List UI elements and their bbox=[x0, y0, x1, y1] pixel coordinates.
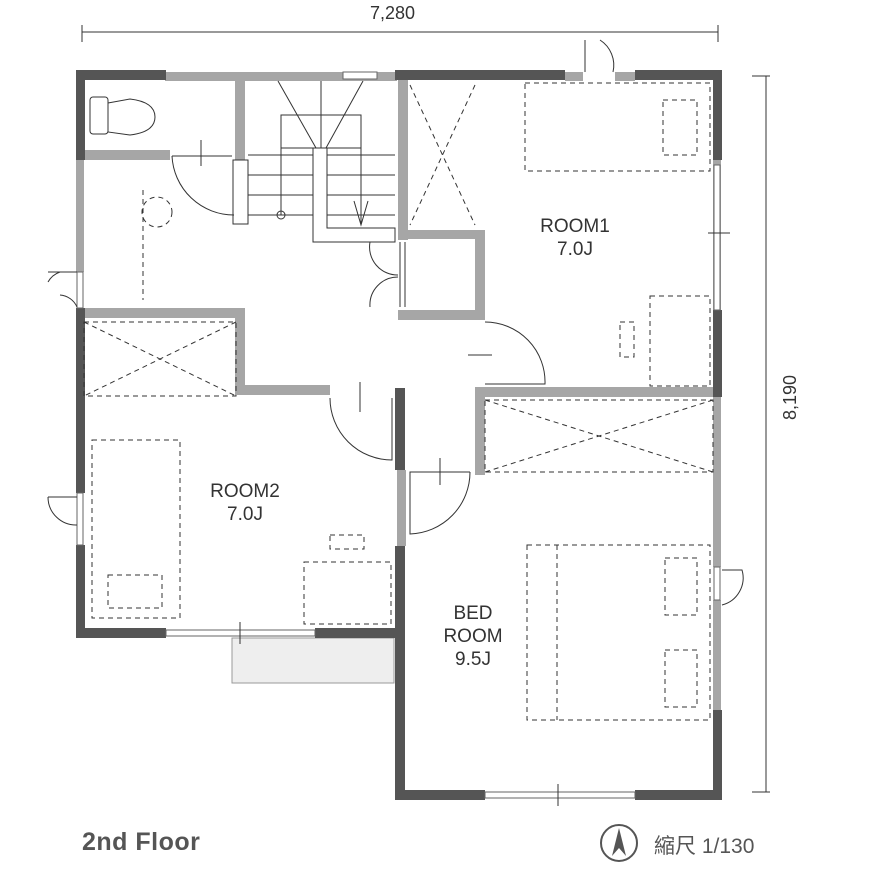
staircase bbox=[232, 80, 396, 243]
room2-label: ROOM2 7.0J bbox=[190, 480, 300, 526]
room2-size: 7.0J bbox=[227, 504, 263, 525]
bedroom-name-line2: ROOM bbox=[443, 626, 503, 647]
toilet-icon bbox=[89, 96, 156, 136]
bedroom-label: BED ROOM 9.5J bbox=[418, 602, 528, 671]
bedroom-size: 9.5J bbox=[455, 649, 491, 670]
scale-label: 縮尺 1/130 bbox=[654, 835, 755, 858]
room1-name: ROOM1 bbox=[540, 216, 610, 237]
width-dimension: 7,280 bbox=[370, 3, 416, 23]
bedroom-name-line1: BED bbox=[453, 603, 493, 624]
north-arrow-icon bbox=[600, 824, 638, 862]
height-dimension-text: 8,190 bbox=[780, 374, 800, 420]
interior-walls bbox=[76, 72, 722, 710]
furniture bbox=[83, 82, 714, 721]
balcony bbox=[231, 637, 395, 684]
dimension-lines bbox=[81, 25, 770, 793]
room2-name: ROOM2 bbox=[210, 481, 280, 502]
room1-size: 7.0J bbox=[557, 239, 593, 260]
room1-label: ROOM1 7.0J bbox=[520, 215, 630, 261]
exterior-walls bbox=[76, 70, 722, 800]
floor-label: 2nd Floor bbox=[82, 828, 201, 856]
doors bbox=[47, 39, 744, 806]
height-dimension: 8,190 bbox=[780, 375, 801, 420]
